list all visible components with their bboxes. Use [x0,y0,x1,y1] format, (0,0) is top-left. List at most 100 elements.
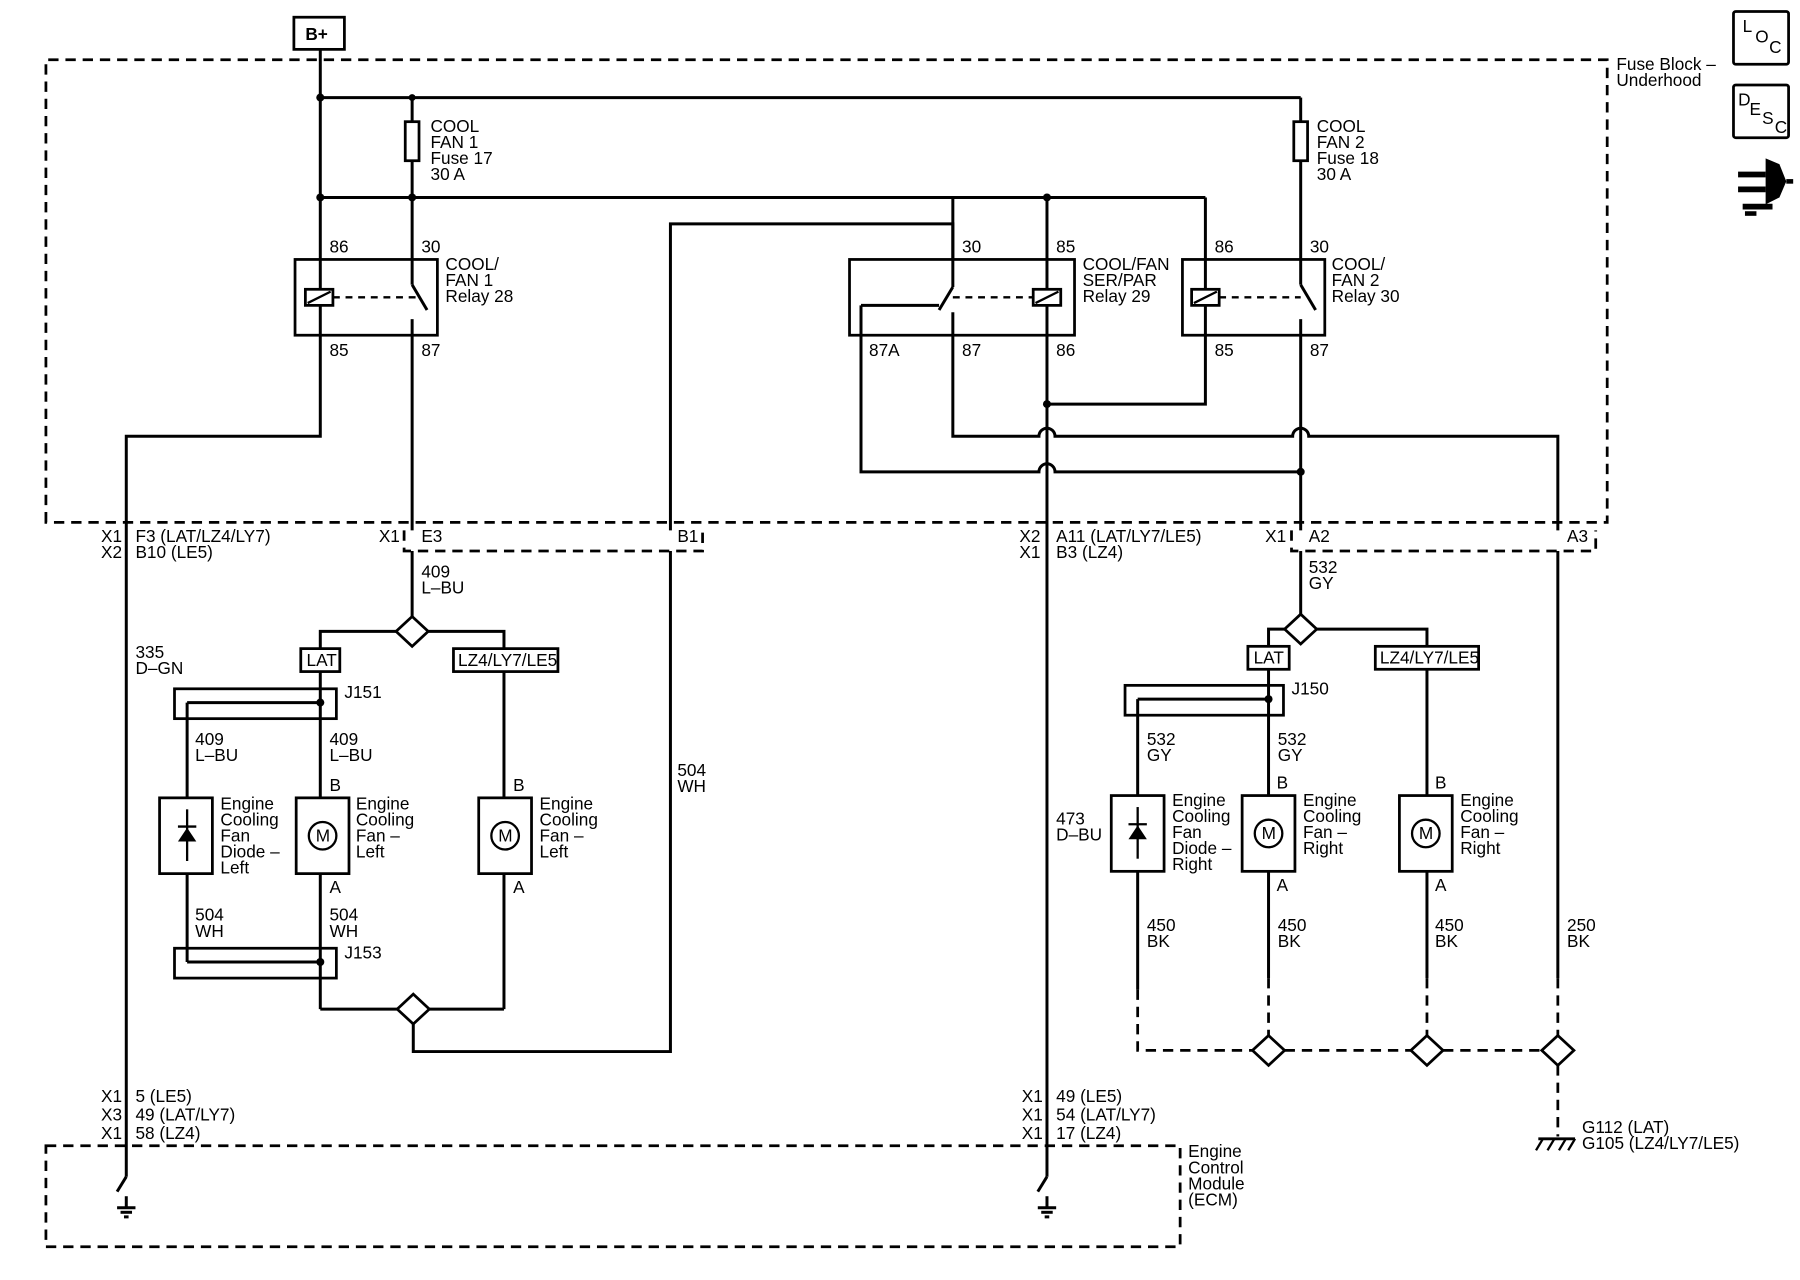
relay29-label-3: Relay 29 [1083,286,1151,306]
loc-button[interactable]: L O C [1732,10,1790,66]
wire-450a-num: 450 [1147,915,1176,935]
fuse-block-underhood: Fuse Block – Underhood [44,54,1716,524]
fan-left-lat-pin-b: B [329,775,340,795]
diode-left-5: Left [220,858,249,878]
fan-right-alt-pin-b: B [1435,773,1446,793]
desc-letter-c: C [1775,117,1787,137]
ecm-mid-conn-1: X1 [1022,1086,1043,1106]
ecm-label-2: Control [1188,1157,1243,1177]
splice-j153: J153 [344,943,381,963]
right-fan-circuit: 532 GY LAT LZ4/LY7/LE5 J150 532 GY 532 G… [1056,551,1739,1153]
splice-j150: J150 [1292,679,1329,699]
ecm-mid-pin-3: 17 (LZ4) [1056,1123,1121,1143]
conn-a3-pin: A3 [1567,526,1588,546]
fuse-fan1-line4: 30 A [431,164,466,184]
fuse-fan2-line1: COOL [1317,116,1366,136]
fan-right-lat-3: Fan – [1303,822,1347,842]
relay28-label-2: FAN 1 [445,270,493,290]
conn-b1-pin: B1 [677,526,698,546]
fan-left-lat-4: Left [356,842,385,862]
motor-symbol-left-alt: M [498,825,512,845]
fan-left-alt-pin-a: A [513,877,525,897]
fan-left-lat-2: Cooling [356,809,414,829]
wire-335-color: D–GN [135,658,183,678]
relay30-label-3: Relay 30 [1332,286,1400,306]
conn-e3-pin: E3 [421,526,442,546]
conn-left-f3: F3 (LAT/LZ4/LY7) [135,526,270,546]
wire-409-color: L–BU [421,578,464,598]
fuse-fan2-line4: 30 A [1317,164,1352,184]
wire-409a-num: 409 [195,729,224,749]
wire-504a-num: 504 [195,905,224,925]
ecm-left-conn-3: X1 [101,1123,122,1143]
wire-504b-num: 504 [329,905,358,925]
wire-532-color: GY [1309,573,1334,593]
ecm-mid-conn-2: X1 [1022,1104,1043,1124]
fan-right-lat-pin-a: A [1277,875,1289,895]
relay29-pin-87a: 87A [869,340,900,360]
wire-504c-num: 504 [677,760,706,780]
conn-a2-pin: A2 [1309,526,1330,546]
connector-end-view-button[interactable] [1738,158,1794,216]
fuse-fan2-line3: Fuse 18 [1317,148,1379,168]
fuse-block-title-2: Underhood [1616,70,1701,90]
wire-504a-color: WH [195,921,224,941]
relay30-pin-86: 86 [1215,237,1234,257]
desc-button[interactable]: D E S C [1732,83,1790,140]
relay29-pin-86: 86 [1056,340,1075,360]
relay29-label-1: COOL/FAN [1083,254,1170,274]
engine-control-module: Engine Control Module (ECM) X1 X3 X1 5 (… [44,1086,1245,1249]
fuse-block-title-1: Fuse Block – [1616,54,1716,74]
fan-left-lat-pin-a: A [329,877,341,897]
fan-right-alt-pin-a: A [1435,875,1447,895]
loc-letter-c: C [1769,37,1781,57]
left-fan-circuit: 409 L–BU 335 D–GN LAT LZ4/LY7/LE5 J151 4… [135,551,706,1054]
connector-plug-icon [1738,158,1794,216]
wire-450b-num: 450 [1278,915,1307,935]
relay28-label-3: Relay 28 [445,286,513,306]
fuse-fan1-line1: COOL [431,116,480,136]
fuse-fan1-line3: Fuse 17 [431,148,493,168]
relay-29: 30 85 87A 87 86 COOL/FAN SER/PAR Relay 2… [848,237,1170,360]
fuse-cool-fan-2: COOL FAN 2 Fuse 18 30 A [1292,116,1379,184]
option-lat-left: LAT [307,650,338,670]
option-lat-right: LAT [1254,648,1285,668]
relay30-pin-87: 87 [1310,340,1329,360]
wire-504c-color: WH [677,776,706,796]
wire-532b-num: 532 [1278,729,1307,749]
relay29-pin-30: 30 [962,237,981,257]
description-icon: D E S C [1738,90,1787,138]
motor-symbol-right-alt: M [1419,823,1433,843]
splice-j151: J151 [344,682,381,702]
diode-left-4: Diode – [220,842,280,862]
conn-mid-a11: A11 (LAT/LY7/LE5) [1056,526,1201,546]
relay-28: 86 30 85 87 COOL/ FAN 1 Relay 28 [293,237,513,360]
conn-mid-x1: X1 [1019,542,1040,562]
fuse-fan2-line2: FAN 2 [1317,132,1365,152]
relay29-pin-87: 87 [962,340,981,360]
diode-right-5: Right [1172,854,1212,874]
fan-right-lat-pin-b: B [1277,773,1288,793]
diode-left-3: Fan [220,825,250,845]
relay-30: 86 30 85 87 COOL/ FAN 2 Relay 30 [1181,237,1400,360]
ecm-mid-conn-3: X1 [1022,1123,1043,1143]
loc-letter-l: L [1743,16,1753,36]
loc-letter-o: O [1755,26,1768,46]
conn-left-x2: X2 [101,542,122,562]
relay29-label-2: SER/PAR [1083,270,1157,290]
ecm-mid-pin-2: 54 (LAT/LY7) [1056,1104,1156,1124]
relay28-pin-85: 85 [329,340,348,360]
ecm-label-3: Module [1188,1173,1244,1193]
diode-left-2: Cooling [220,809,278,829]
battery-terminal: B+ [292,15,346,51]
conn-mid-b3: B3 (LZ4) [1056,542,1123,562]
wire-532a-color: GY [1147,745,1172,765]
wire-532a-num: 532 [1147,729,1176,749]
wire-409-num: 409 [421,561,450,581]
fan-right-lat-2: Cooling [1303,806,1361,826]
desc-letter-d: D [1738,90,1750,110]
option-alt-left: LZ4/LY7/LE5 [458,650,557,670]
wire-473-num: 473 [1056,808,1085,828]
option-alt-right: LZ4/LY7/LE5 [1380,648,1479,668]
wire-532-num: 532 [1309,557,1338,577]
